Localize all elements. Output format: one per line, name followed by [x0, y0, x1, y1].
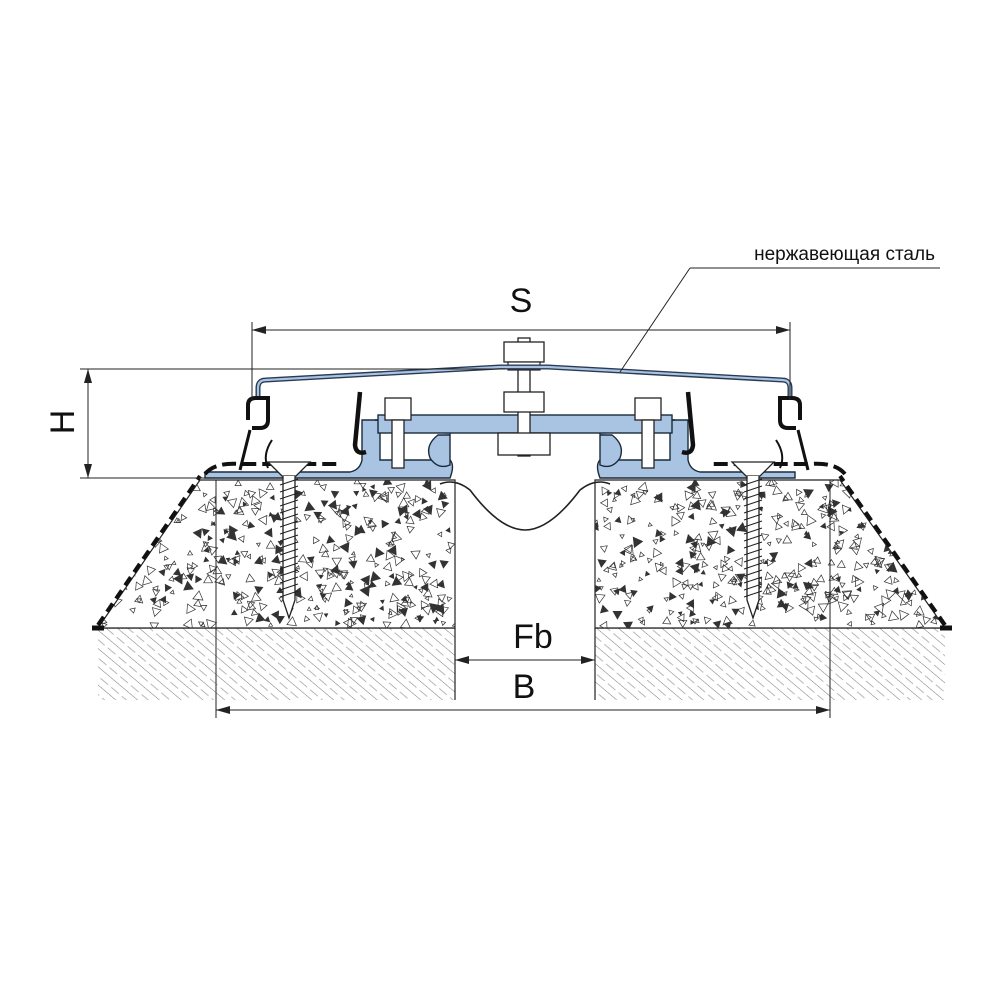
- waterproof-membrane-edges: [92, 474, 952, 631]
- material-callout-text: нержавеющая сталь: [754, 244, 935, 265]
- edge-seal-strips: [203, 461, 847, 476]
- dim-h-label: H: [44, 410, 82, 435]
- center-bolt-assembly: [497, 337, 551, 457]
- dimension-s: [251, 322, 791, 400]
- dim-b-label: B: [513, 668, 536, 706]
- substrate-base: [95, 627, 948, 700]
- rubber-seal-right: [681, 391, 810, 471]
- concrete-block-left: [96, 479, 456, 629]
- bolt-left: [384, 397, 412, 469]
- dim-fb-label: Fb: [513, 618, 553, 656]
- rubber-seal-left: [238, 391, 367, 471]
- aluminium-base-left: [204, 419, 454, 479]
- dim-s-label: S: [510, 282, 533, 320]
- anchor-screw-left: [266, 461, 312, 621]
- dimension-h: [80, 368, 505, 479]
- dimension-fb: [455, 656, 595, 664]
- flexible-gap-seal: [439, 481, 611, 531]
- bolt-right: [634, 397, 662, 469]
- dimension-b: [215, 480, 831, 718]
- anchor-screw-right: [730, 461, 776, 621]
- material-callout-leader: [619, 267, 940, 373]
